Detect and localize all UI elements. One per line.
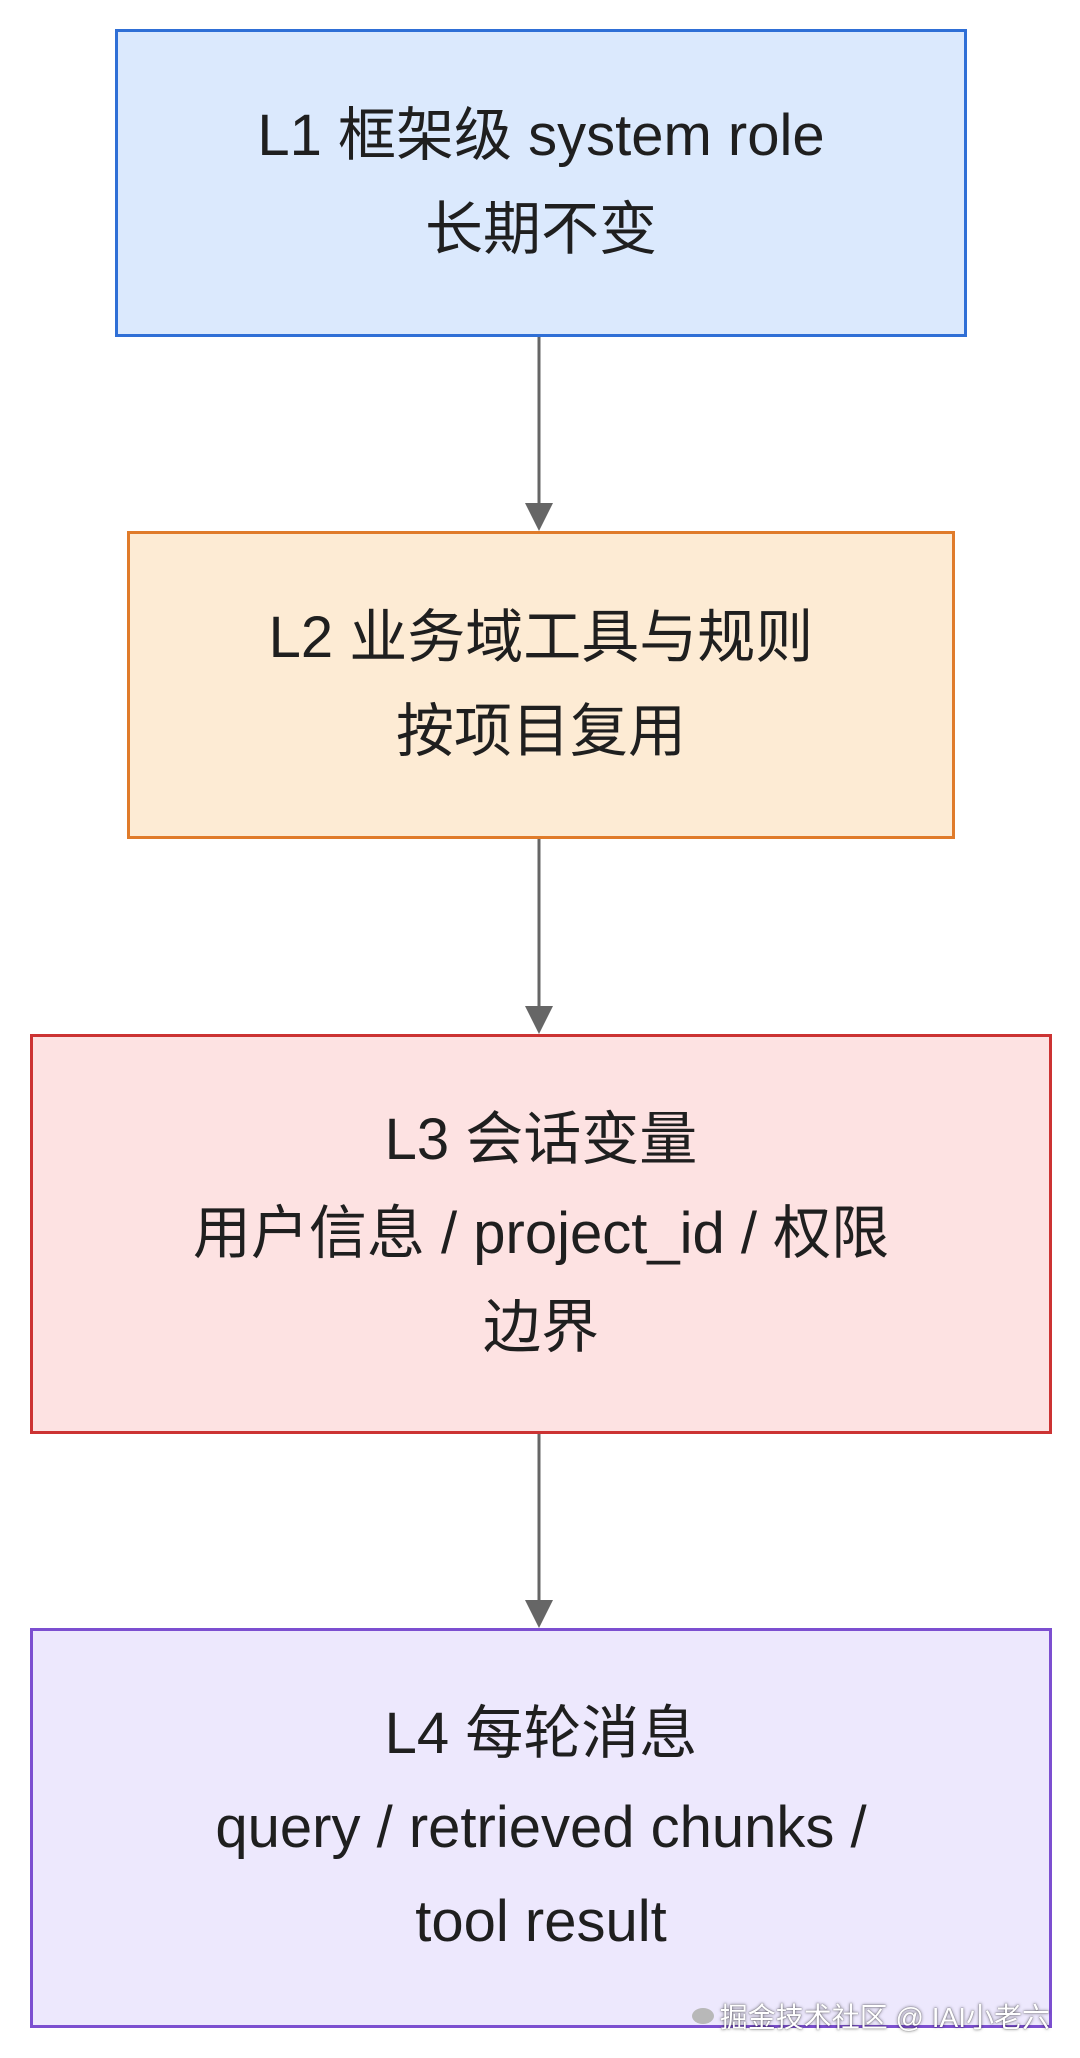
watermark-text: 掘金技术社区 @ IAI小老六 — [719, 2002, 1050, 2033]
node-l3-session-variables: L3 会话变量 用户信息 / project_id / 权限 边界 — [30, 1034, 1052, 1434]
node-l2-business-tools-rules: L2 业务域工具与规则 按项目复用 — [127, 531, 955, 839]
node-l4-title: L4 每轮消息 — [384, 1701, 698, 1766]
node-l2-subtitle: 按项目复用 — [395, 699, 686, 764]
node-l2-title: L2 业务域工具与规则 — [268, 605, 814, 670]
watermark: 掘金技术社区 @ IAI小老六 — [691, 1996, 1050, 2036]
node-l1-framework-system-role: L1 框架级 system role 长期不变 — [115, 29, 967, 337]
arrowhead-l3-l4 — [525, 1600, 553, 1628]
node-l4-detail-1: query / retrieved chunks / — [215, 1795, 867, 1860]
arrowhead-l2-l3 — [525, 1006, 553, 1034]
arrowhead-l1-l2 — [525, 503, 553, 531]
node-l4-per-turn-messages: L4 每轮消息 query / retrieved chunks / tool … — [30, 1628, 1052, 2028]
node-l1-subtitle: 长期不变 — [424, 197, 657, 262]
node-l3-detail-2: 边界 — [482, 1295, 599, 1360]
juejin-logo-icon — [691, 2008, 714, 2024]
node-l3-detail-1: 用户信息 / project_id / 权限 — [192, 1201, 890, 1266]
node-l3-title: L3 会话变量 — [384, 1107, 698, 1172]
node-l4-detail-2: tool result — [415, 1889, 667, 1954]
node-l1-title: L1 框架级 system role — [257, 103, 825, 168]
